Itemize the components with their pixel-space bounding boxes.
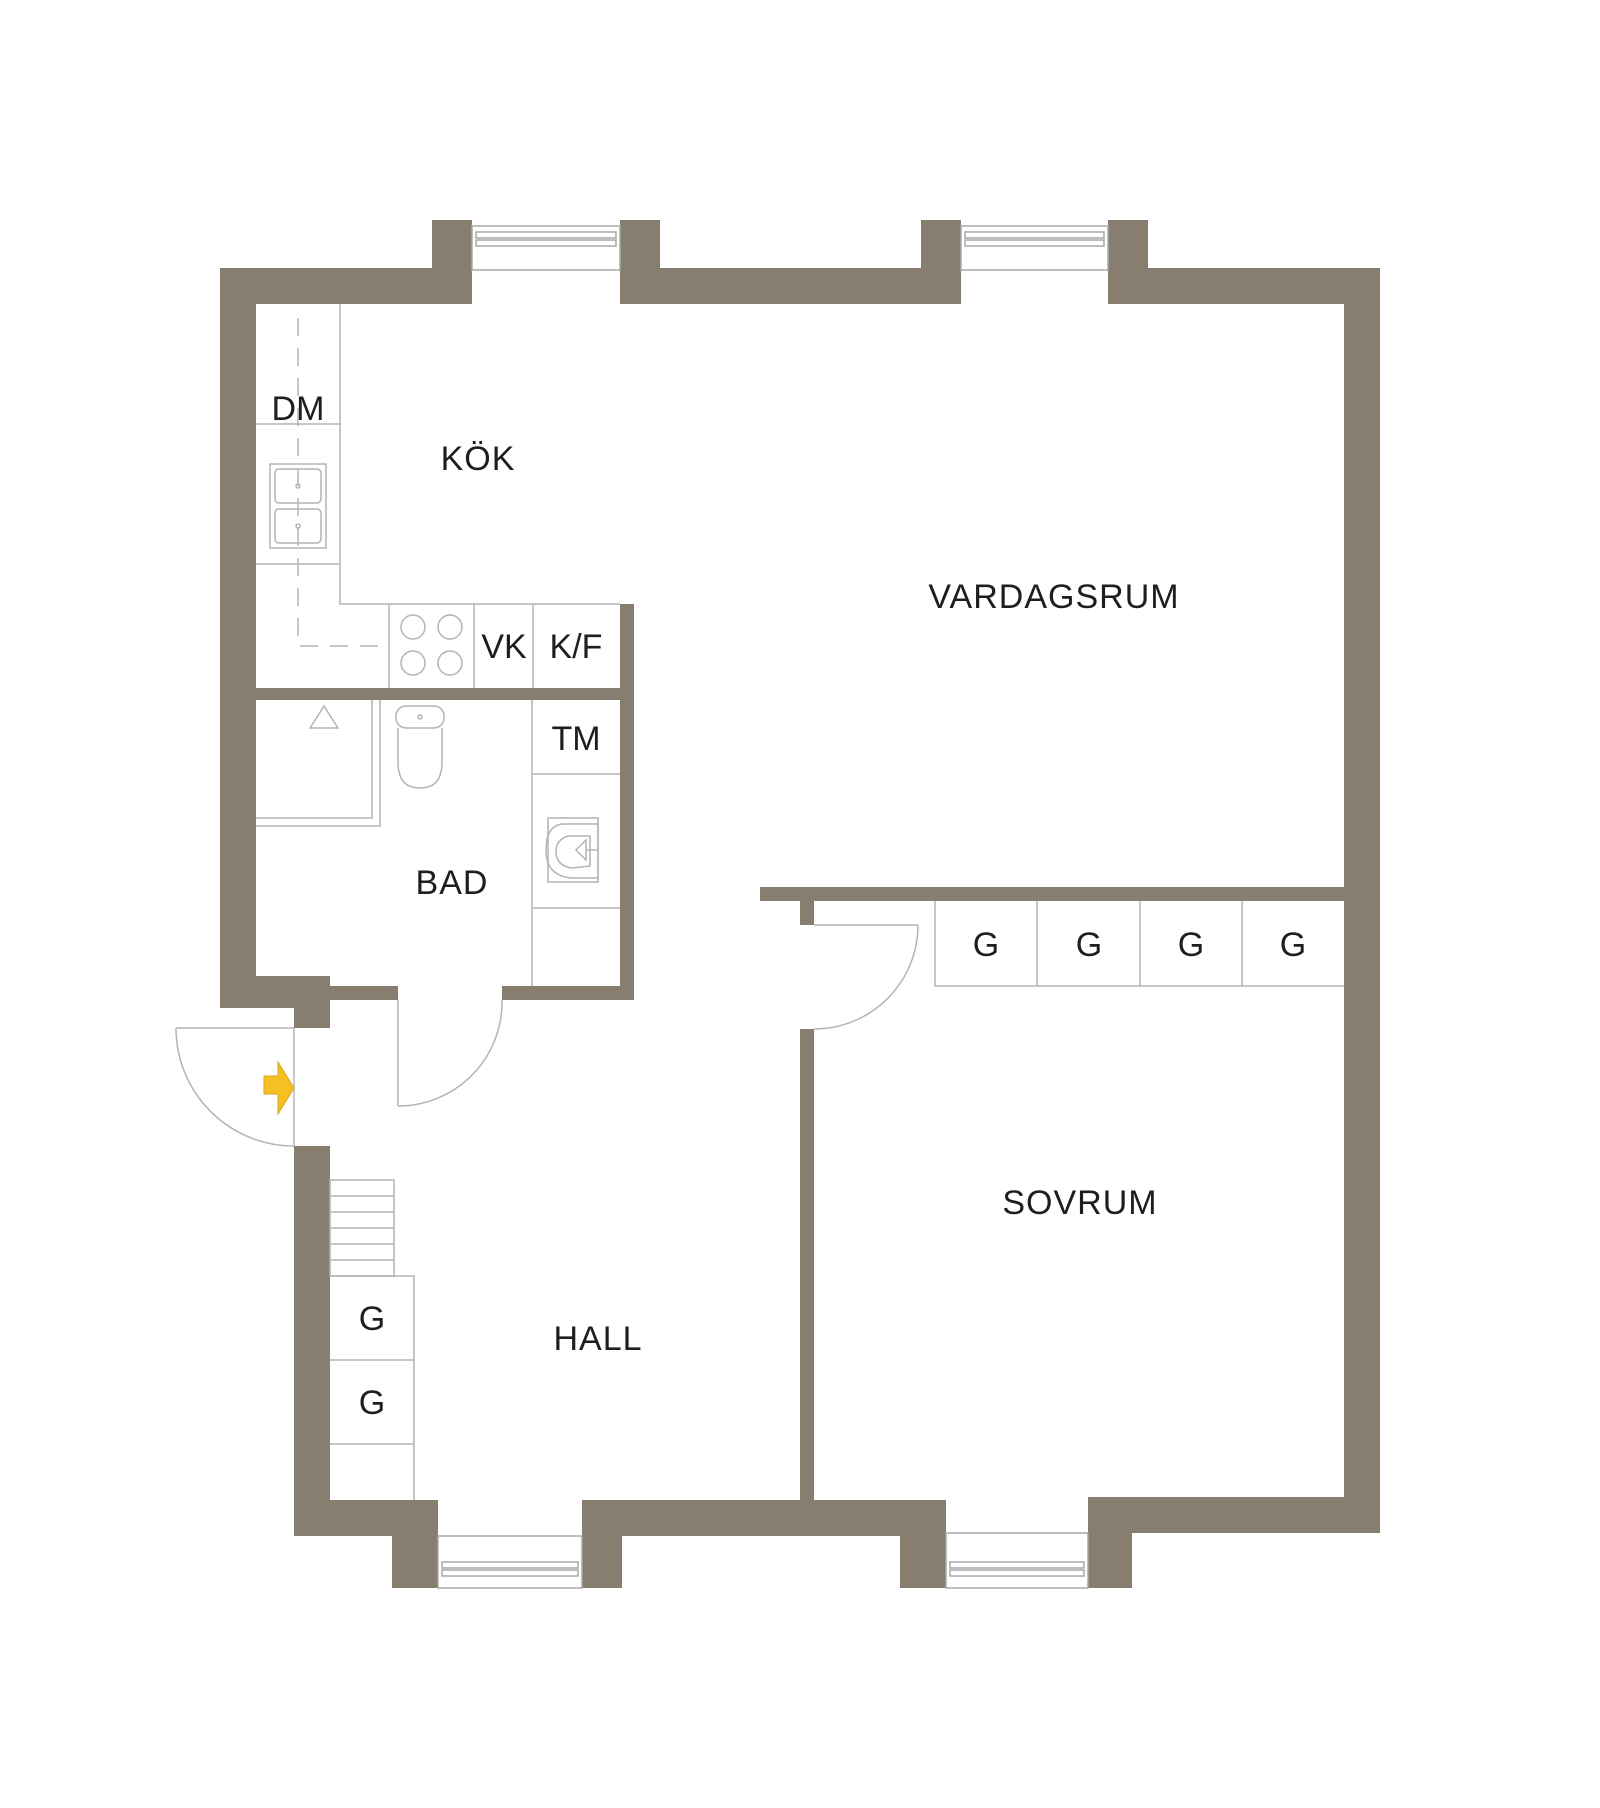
stove-icon	[400, 614, 463, 676]
hall-shelf	[329, 1179, 395, 1277]
sink-icon	[545, 817, 599, 883]
bath-counter	[531, 700, 620, 986]
room-label-hall: HALL	[553, 1320, 642, 1358]
hall-wardrobes	[330, 1275, 415, 1500]
bedroom-wardrobes	[934, 901, 1344, 987]
room-label-sovrum: SOVRUM	[1002, 1184, 1157, 1222]
window-bottom-left	[437, 1535, 583, 1589]
door-bathroom	[397, 999, 503, 1107]
sink-icon	[269, 463, 327, 549]
toilet-icon	[395, 705, 445, 789]
label-wardrobe: G	[973, 926, 999, 964]
label-water-heater: VK	[481, 628, 527, 666]
label-wardrobe: G	[359, 1384, 385, 1422]
label-wardrobe: G	[359, 1300, 385, 1338]
room-label-kok: KÖK	[441, 440, 516, 478]
shower-triangle-icon	[308, 704, 340, 729]
shower	[256, 700, 381, 827]
door-entrance	[175, 1027, 295, 1147]
label-wardrobe: G	[1178, 926, 1204, 964]
window-bottom-right	[945, 1532, 1089, 1589]
door-bedroom	[813, 924, 919, 1030]
label-wardrobe: G	[1076, 926, 1102, 964]
entrance-arrow-icon	[263, 1060, 295, 1116]
window-top-left	[471, 225, 621, 271]
kitchen-counter	[256, 304, 620, 688]
label-dishwasher: DM	[272, 390, 325, 428]
label-fridge-freezer: K/F	[550, 628, 603, 666]
window-top-right	[960, 225, 1109, 271]
room-label-vardagsrum: VARDAGSRUM	[928, 578, 1179, 616]
label-washing-machine: TM	[551, 720, 600, 758]
room-label-bad: BAD	[416, 864, 489, 902]
walls	[220, 220, 1380, 1588]
label-wardrobe: G	[1280, 926, 1306, 964]
